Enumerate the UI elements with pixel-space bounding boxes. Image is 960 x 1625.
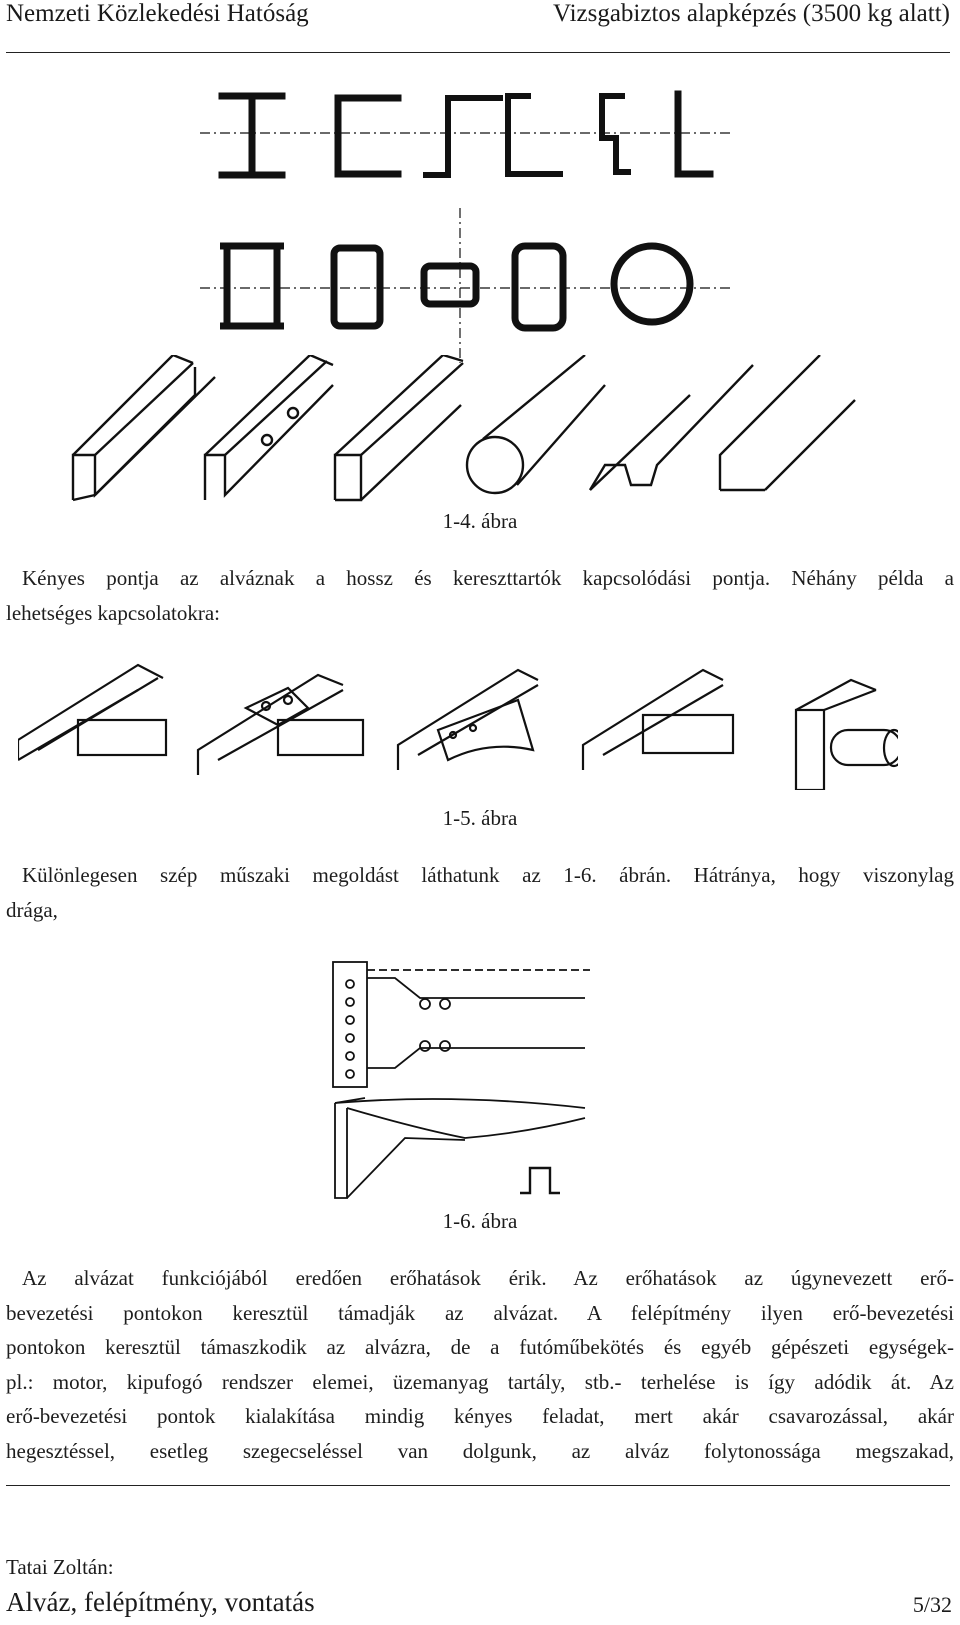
page-header: Nemzeti Közlekedési Hatóság Vizsgabiztos… [0, 0, 960, 42]
figure-1-6-drawing [325, 958, 595, 1208]
figure-1-4-beams [65, 355, 865, 505]
paragraph-line: hegesztéssel, esetleg szegecseléssel van… [6, 1438, 954, 1463]
footer-title: Alváz, felépítmény, vontatás [6, 1587, 315, 1617]
header-course: Vizsgabiztos alapképzés (3500 kg alatt) [553, 0, 950, 27]
footer-rule [6, 1485, 950, 1486]
paragraph-line: pl.: motor, kipufogó rendszer elemei, üz… [6, 1369, 954, 1394]
paragraph-line: pontokon keresztül támaszkodik az alvázr… [6, 1335, 954, 1359]
paragraph-line: Kényes pontja az alváznak a hossz és ker… [22, 566, 954, 590]
paragraph-special-solution: Különlegesen szép műszaki megoldást láth… [6, 858, 954, 927]
paragraph-line: erő-bevezetési pontok kialakítása mindig… [6, 1404, 954, 1428]
paragraph-line: Az alvázat funkciójából eredően erőhatás… [22, 1266, 954, 1290]
paragraph-line: lehetséges kapcsolatokra: [6, 600, 220, 625]
paragraph-line: Különlegesen szép műszaki megoldást láth… [22, 863, 954, 887]
figure-1-5-joints [18, 660, 898, 790]
figure-1-4-caption: 1-4. ábra [442, 509, 518, 533]
header-rule [6, 52, 950, 53]
paragraph-line: drága, [6, 897, 58, 922]
figure-1-4-profiles [190, 78, 750, 368]
page-number: 5/32 [912, 1592, 952, 1617]
paragraph-intro: Kényes pontja az alváznak a hossz és ker… [6, 561, 954, 630]
header-organization: Nemzeti Közlekedési Hatóság [6, 0, 309, 27]
paragraph-line: bevezetési pontokon keresztül támadják a… [6, 1300, 954, 1325]
figure-1-6-caption: 1-6. ábra [442, 1209, 518, 1233]
paragraph-force-points: Az alvázat funkciójából eredően erőhatás… [6, 1261, 954, 1468]
figure-1-5-caption: 1-5. ábra [442, 806, 518, 830]
footer-author: Tatai Zoltán: [6, 1555, 114, 1579]
